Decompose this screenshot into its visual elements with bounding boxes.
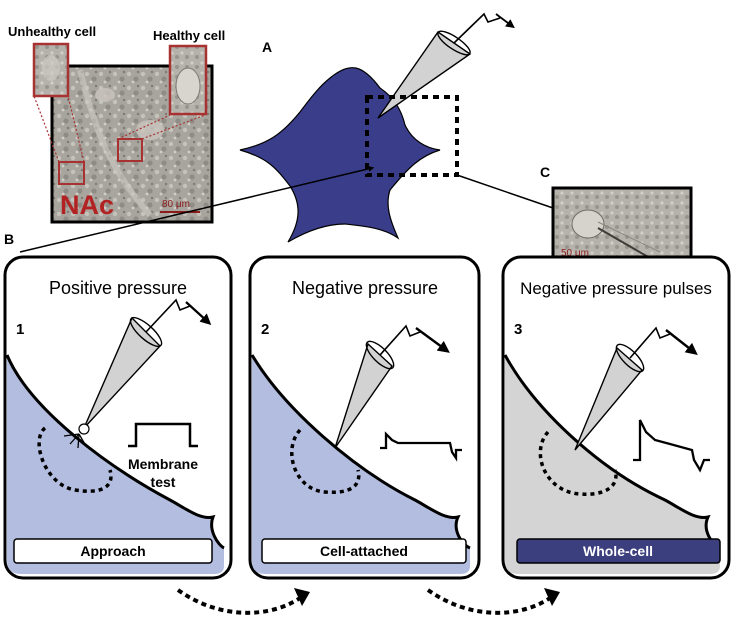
zoom-box <box>365 95 459 177</box>
step-3-number: 3 <box>514 321 522 338</box>
unhealthy-cell-label: Unhealthy cell <box>8 24 96 39</box>
flow-arrowhead-2-to-3 <box>544 588 560 606</box>
nac-micrograph: NAc 80 μm Unhealthy cell Healthy cell <box>8 24 225 224</box>
flow-arrow-1-to-2 <box>176 588 302 615</box>
whole-cell-button[interactable] <box>516 538 721 564</box>
healthy-cell-inset <box>168 44 208 116</box>
panel-label-a: A <box>262 39 272 55</box>
approach-button-label: Approach <box>80 543 145 559</box>
step-1-title: Positive pressure <box>49 278 187 298</box>
whole-cell-button-label: Whole-cell <box>583 543 653 559</box>
step-2-title: Negative pressure <box>292 278 438 298</box>
approach-button[interactable] <box>13 538 213 564</box>
healthy-cell-label: Healthy cell <box>153 28 225 43</box>
step-2-panel: 2 Negative pressure Cell-attached <box>248 255 481 580</box>
step-3-panel: 3 Negative pressure pulses Whole-cell <box>501 255 731 580</box>
cell-attached-button-label: Cell-attached <box>320 543 408 559</box>
membrane-test-label-line2: test <box>151 474 176 490</box>
step-1-panel: 1 Positive pressure Membrane test Approa… <box>3 255 233 580</box>
micrograph-c: 50 μm <box>551 186 693 270</box>
step-3-title: Negative pressure pulses <box>520 279 712 298</box>
nac-region-label: NAc <box>60 190 114 220</box>
healthy-cell-box <box>117 138 143 162</box>
membrane-test-label-line1: Membrane <box>128 456 198 472</box>
cell-attached-button[interactable] <box>261 538 467 564</box>
panel-label-c: C <box>540 164 550 180</box>
nac-scale-bar: 80 μm <box>162 199 190 210</box>
flow-arrowhead-1-to-2 <box>294 588 310 606</box>
step-2-number: 2 <box>261 321 269 338</box>
unhealthy-cell-box <box>58 161 85 185</box>
panel-label-b: B <box>4 231 14 247</box>
unhealthy-cell-inset <box>32 42 70 98</box>
step-1-number: 1 <box>16 321 24 338</box>
pipette-a <box>377 12 515 119</box>
micrograph-c-scale-bar: 50 μm <box>561 248 589 259</box>
neuron-soma <box>239 67 441 243</box>
flow-arrow-2-to-3 <box>426 588 552 615</box>
